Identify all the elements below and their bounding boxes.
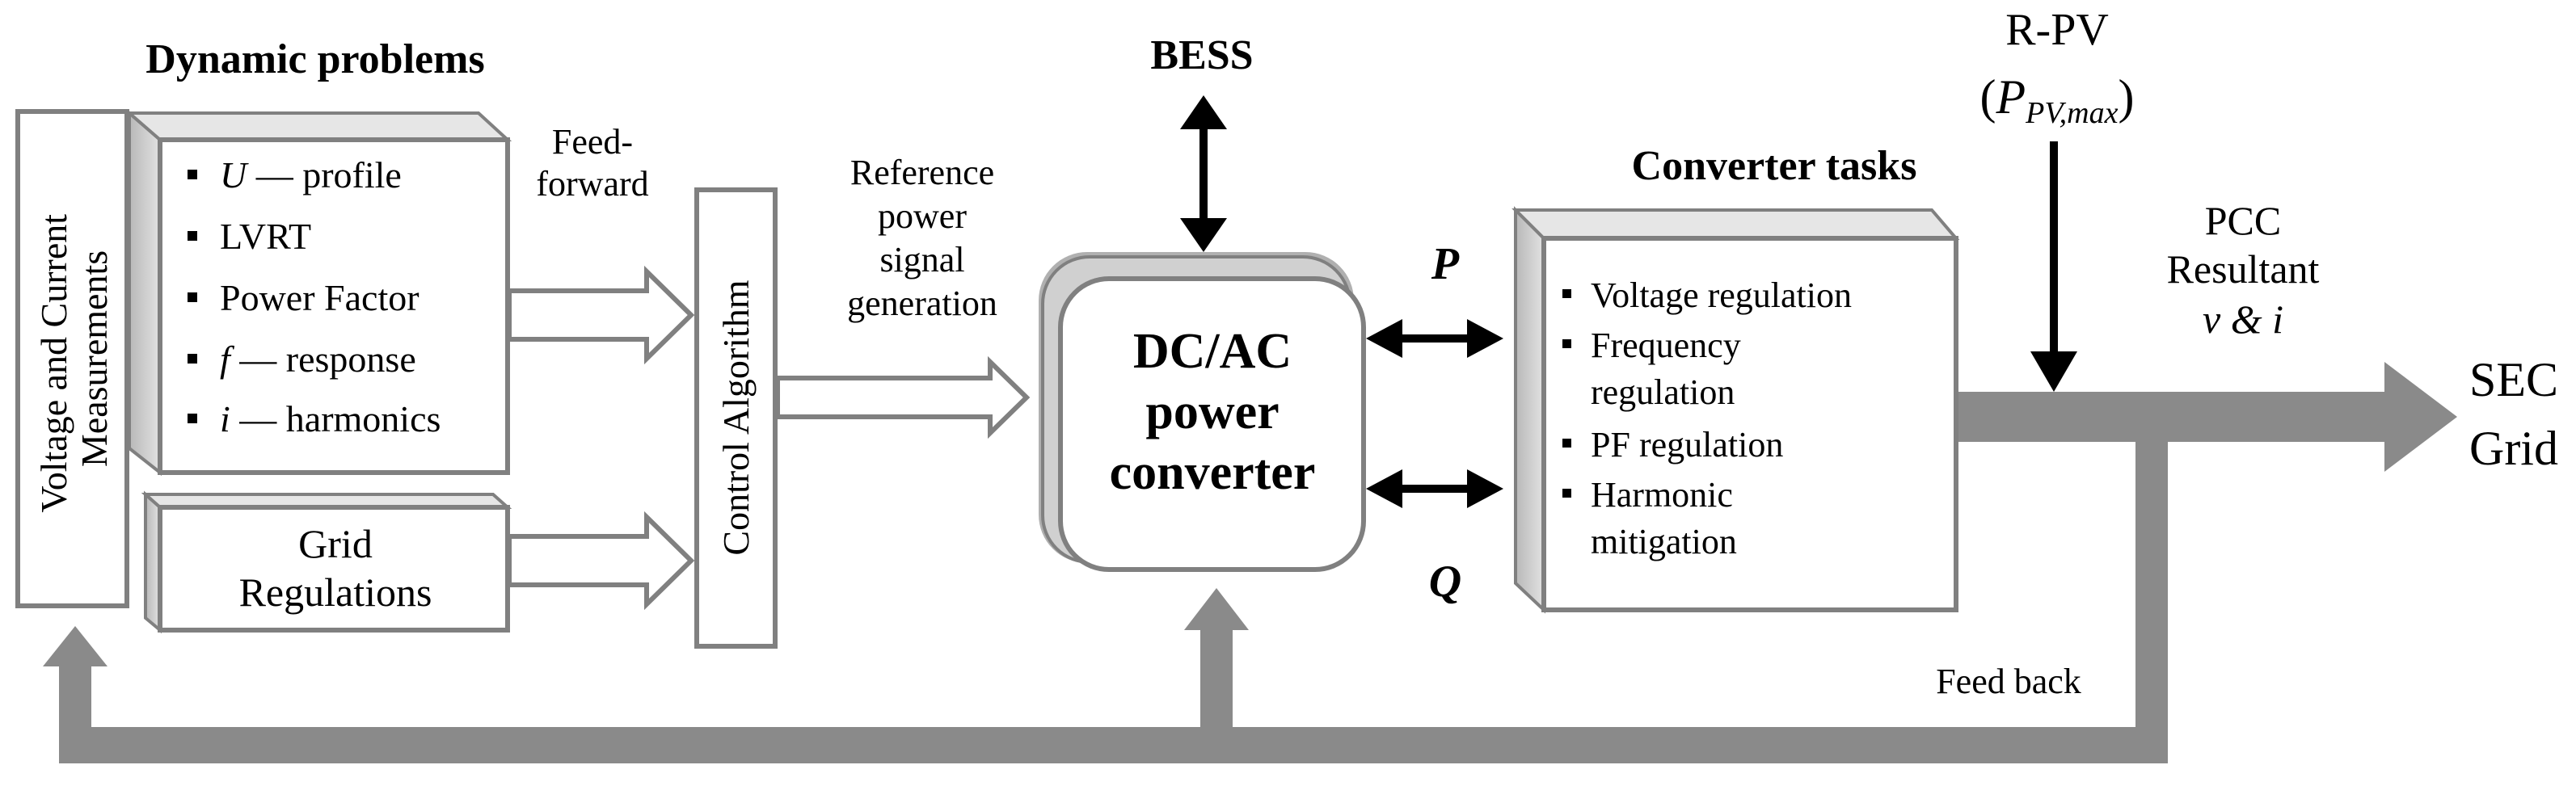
grid-regulations-line1: Grid	[298, 521, 373, 566]
feedback-label: Feed back	[1936, 662, 2081, 701]
converter-tasks-list: Voltage regulation Frequency regulation …	[1562, 275, 1852, 561]
sec-grid-line2: Grid	[2469, 422, 2558, 475]
rpv-label: R-PV	[2005, 5, 2109, 55]
feedforward-label-line2: forward	[536, 164, 648, 204]
svg-text:v & i: v & i	[2203, 296, 2283, 342]
dynamic-problems-list: U — profile LVRT Power Factor f — respon…	[188, 154, 441, 439]
svg-text:power: power	[878, 196, 967, 236]
converter-tasks-title: Converter tasks	[1632, 143, 1917, 189]
feedforward-label-line1: Feed-	[552, 122, 633, 162]
sec-grid-arrowhead	[2384, 362, 2457, 472]
converter-line1: DC/AC	[1133, 324, 1292, 379]
bess-arrow	[1180, 95, 1227, 252]
p-double-arrow	[1366, 319, 1503, 358]
svg-text:mitigation: mitigation	[1591, 522, 1737, 561]
converter-line3: converter	[1110, 445, 1316, 500]
p-label: P	[1431, 239, 1460, 289]
reference-signal-label: Reference power signal generation	[847, 153, 997, 323]
control-algorithm-label: Control Algorithm	[715, 280, 757, 555]
grid-regulations-box: Grid Regulations	[141, 490, 512, 634]
problem-lvrt: LVRT	[220, 216, 311, 257]
grid-regulations-line2: Regulations	[239, 570, 432, 615]
hollow-arrow-reference	[775, 355, 1031, 439]
svg-text:Resultant: Resultant	[2167, 246, 2320, 292]
problem-u-profile: U — profile	[220, 154, 402, 195]
dynamic-problems-title: Dynamic problems	[145, 36, 484, 82]
bess-label: BESS	[1150, 32, 1253, 78]
feedback-arrow-converter	[1184, 588, 1249, 630]
task-voltage-regulation: Voltage regulation	[1591, 275, 1852, 315]
hollow-arrow-problems	[507, 265, 695, 365]
sec-grid-line1: SEC	[2469, 353, 2558, 406]
converter-line2: power	[1145, 385, 1279, 439]
svg-text:Reference: Reference	[850, 153, 994, 192]
measurements-label: Voltage and Current Measurements	[33, 204, 115, 512]
rpv-arrow	[2030, 141, 2077, 392]
task-frequency-regulation: Frequency	[1591, 326, 1741, 365]
dynamic-problems-box: U — profile LVRT Power Factor f — respon…	[124, 109, 512, 477]
measurements-box: Voltage and Current Measurements	[15, 109, 129, 608]
task-pf-regulation: PF regulation	[1591, 425, 1783, 464]
rpv-pmax: (PPV,max)	[1980, 70, 2135, 130]
dcac-converter-box: DC/AC power converter	[1039, 252, 1366, 572]
feedback-arrow-measurements	[43, 626, 108, 666]
q-double-arrow	[1366, 469, 1503, 508]
problem-f-response: f — response	[220, 338, 416, 380]
problem-i-harmonics: i — harmonics	[220, 398, 441, 439]
task-harmonic-mitigation: Harmonic	[1591, 475, 1733, 515]
pcc-label: PCC Resultant v & i	[2167, 198, 2320, 342]
problem-power-factor: Power Factor	[220, 277, 419, 318]
hollow-arrow-regulations	[507, 511, 695, 611]
svg-text:signal: signal	[879, 240, 964, 280]
q-label: Q	[1429, 557, 1461, 607]
svg-text:generation: generation	[847, 284, 997, 323]
svg-text:regulation: regulation	[1591, 372, 1735, 412]
control-algorithm-box: Control Algorithm	[694, 187, 778, 649]
svg-text:PCC: PCC	[2205, 198, 2282, 243]
feedback-bus	[43, 362, 2457, 763]
converter-tasks-box: Voltage regulation Frequency regulation …	[1511, 206, 1960, 614]
